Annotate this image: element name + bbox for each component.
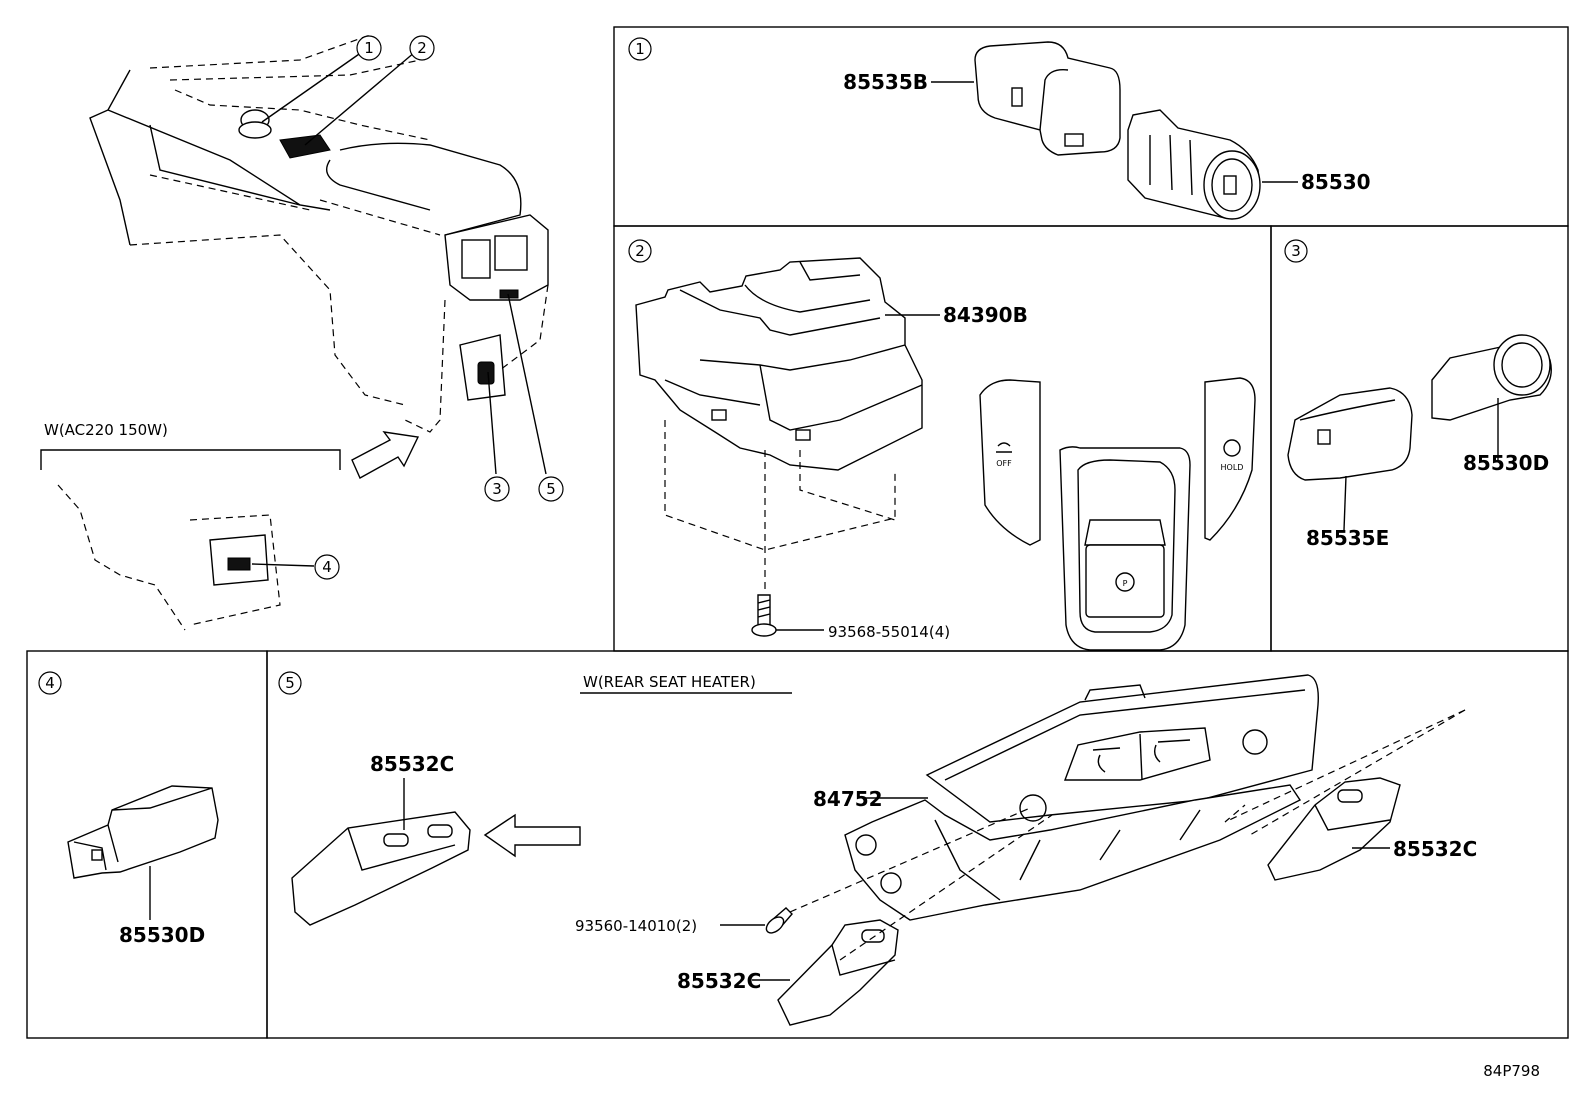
switch-icon-off: OFF bbox=[996, 459, 1012, 468]
part-84390B: 84390B bbox=[943, 303, 1028, 327]
part-85535E: 85535E bbox=[1306, 526, 1389, 550]
condition-rear-seat-heater: W(REAR SEAT HEATER) bbox=[583, 673, 756, 691]
callout-1: 1 bbox=[364, 39, 374, 57]
part-85532C-bottom: 85532C bbox=[677, 969, 761, 993]
part-85530D-box4: 85530D bbox=[119, 923, 205, 947]
part-85532C-left: 85532C bbox=[370, 752, 454, 776]
part-labels: 85535B 85530 84390B 93568-55014(4) 85535… bbox=[119, 70, 1549, 1080]
box-2-parts: OFF HOLD P bbox=[635, 257, 1256, 651]
part-93560-14010: 93560-14010(2) bbox=[575, 917, 697, 935]
box-3-parts bbox=[1287, 334, 1552, 531]
console-overview bbox=[89, 34, 549, 479]
panel-frames bbox=[26, 26, 1569, 1039]
callout-markers: 1 2 3 5 4 1 2 3 4 5 bbox=[38, 35, 1308, 695]
part-85532C-right: 85532C bbox=[1393, 837, 1477, 861]
callout-4: 4 bbox=[322, 558, 332, 576]
part-85530: 85530 bbox=[1301, 170, 1371, 194]
switch-icon-park: P bbox=[1123, 579, 1128, 588]
box-5-parts: W(REAR SEAT HEATER) bbox=[291, 673, 1466, 1026]
box-label-5: 5 bbox=[285, 674, 295, 692]
condition-ac220: W(AC220 150W) bbox=[44, 421, 168, 439]
diagram-code: 84P798 bbox=[1483, 1062, 1540, 1080]
frame-box-5 bbox=[266, 650, 1569, 1039]
box-label-3: 3 bbox=[1291, 242, 1301, 260]
part-85530D-box3: 85530D bbox=[1463, 451, 1549, 475]
box-1-parts bbox=[931, 41, 1298, 220]
callout-3: 3 bbox=[492, 480, 502, 498]
part-93568-55014: 93568-55014(4) bbox=[828, 623, 950, 641]
switch-icon-hold: HOLD bbox=[1221, 463, 1244, 472]
box-label-4: 4 bbox=[45, 674, 55, 692]
ac220-inset: W(AC220 150W) bbox=[40, 421, 341, 631]
callout-2: 2 bbox=[417, 39, 427, 57]
box-label-2: 2 bbox=[635, 242, 645, 260]
box-4-parts bbox=[67, 785, 219, 920]
box-label-1: 1 bbox=[635, 40, 645, 58]
part-85535B: 85535B bbox=[843, 70, 928, 94]
callout-5: 5 bbox=[546, 480, 556, 498]
part-84752: 84752 bbox=[813, 787, 883, 811]
